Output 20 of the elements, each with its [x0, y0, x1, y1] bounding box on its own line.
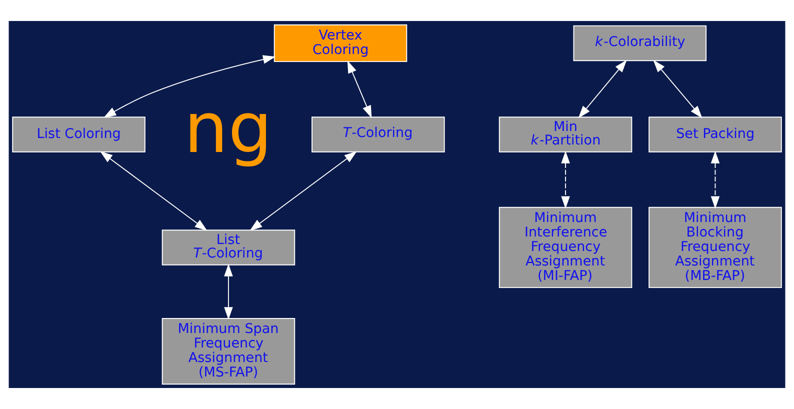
node-box: List T-Coloring: [162, 230, 296, 266]
node-box: T-Coloring: [312, 116, 445, 152]
node-box: k-Colorability: [573, 25, 707, 62]
node-box: Minimum Span Frequency Assignment (MS-FAP): [162, 318, 296, 385]
arrow: [224, 264, 233, 320]
arrow: [104, 55, 276, 118]
node-box: Vertex Coloring: [274, 24, 408, 62]
arrow: [561, 150, 570, 209]
node-box: Minimum Interference Frequency Assignment (MI-FAP): [498, 206, 632, 288]
arrow: [653, 60, 702, 118]
node-box: Minimum Blocking Frequency Assignment (MB-FAP): [648, 206, 782, 288]
node-box: List Coloring: [12, 116, 146, 152]
node-box: Set Packing: [648, 116, 782, 152]
arrow: [578, 60, 627, 118]
arrow: [250, 151, 357, 231]
arrow: [347, 60, 372, 118]
arrow: [100, 151, 208, 231]
label: ng: [184, 88, 272, 169]
arrow: [710, 150, 720, 209]
node-box: Min k-Partition: [498, 116, 632, 152]
